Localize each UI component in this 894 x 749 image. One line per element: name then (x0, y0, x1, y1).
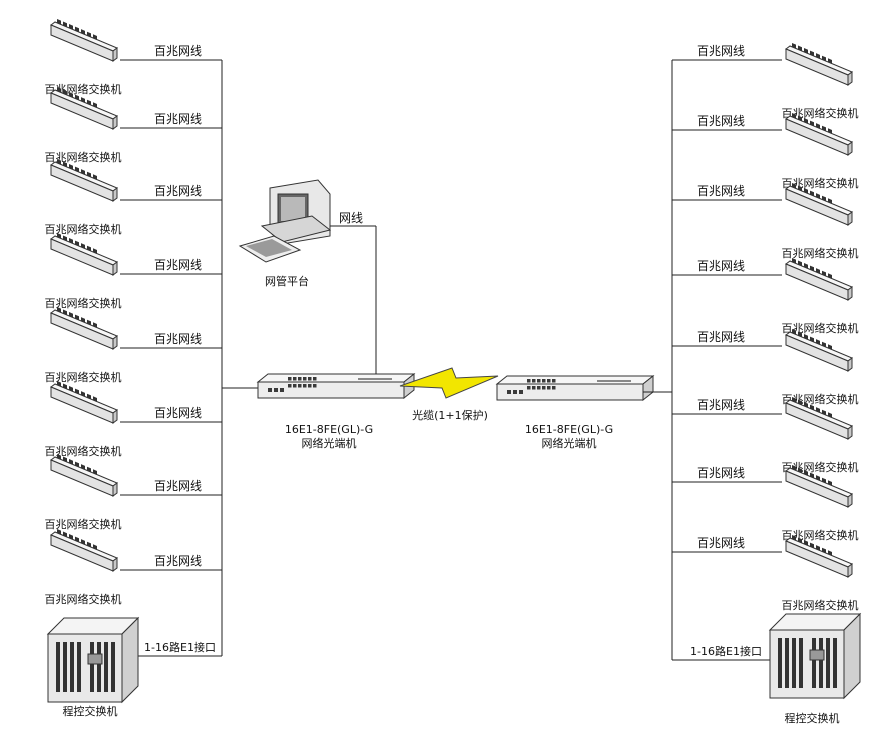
switch-label: 百兆网络交换机 (45, 150, 122, 164)
switch-label: 百兆网络交换机 (45, 592, 122, 606)
network-switch-icon (785, 257, 853, 301)
switch-label: 百兆网络交换机 (45, 222, 122, 236)
optical-terminal-icon (257, 373, 415, 399)
optical-terminal-icon (496, 375, 654, 401)
cable-label: 百兆网线 (697, 398, 745, 412)
network-switch-icon (50, 306, 118, 350)
cable-label: 百兆网线 (154, 258, 202, 272)
pbx-label: 程控交换机 (63, 704, 118, 718)
cable-label: 百兆网线 (154, 406, 202, 420)
switch-label: 百兆网络交换机 (45, 370, 122, 384)
terminal-name-label: 网络光端机 (302, 436, 357, 450)
pbx-server-icon (769, 613, 861, 699)
pbx-label: 程控交换机 (785, 711, 840, 725)
network-switch-icon (50, 528, 118, 572)
e1-interface-label: 1-16路E1接口 (144, 641, 216, 654)
cable-label: 百兆网线 (697, 466, 745, 480)
computer-terminal-icon (238, 179, 332, 263)
switch-label: 百兆网络交换机 (782, 176, 859, 190)
cable-label: 百兆网线 (154, 554, 202, 568)
cable-label: 百兆网线 (697, 44, 745, 58)
network-switch-icon (785, 42, 853, 86)
cable-label: 百兆网线 (154, 479, 202, 493)
cable-label: 百兆网线 (154, 44, 202, 58)
network-switch-icon (50, 453, 118, 497)
terminal-model-label: 16E1-8FE(GL)-G (285, 423, 373, 436)
e1-interface-label: 1-16路E1接口 (690, 645, 762, 658)
cable-label: 百兆网线 (697, 184, 745, 198)
switch-label: 百兆网络交换机 (45, 296, 122, 310)
switch-label: 百兆网络交换机 (782, 106, 859, 120)
network-switch-icon (50, 18, 118, 62)
switch-label: 百兆网络交换机 (782, 598, 859, 612)
terminal-model-label: 16E1-8FE(GL)-G (525, 423, 613, 436)
switch-label: 百兆网络交换机 (782, 528, 859, 542)
network-switch-icon (50, 158, 118, 202)
network-switch-icon (785, 328, 853, 372)
terminal-name-label: 网络光端机 (542, 436, 597, 450)
switch-label: 百兆网络交换机 (45, 444, 122, 458)
cable-label: 百兆网线 (154, 184, 202, 198)
cable-label: 百兆网线 (154, 112, 202, 126)
switch-label: 百兆网络交换机 (782, 246, 859, 260)
nms-label: 网管平台 (265, 274, 309, 288)
switch-label: 百兆网络交换机 (782, 321, 859, 335)
cable-label: 百兆网线 (697, 330, 745, 344)
cable-label: 百兆网线 (697, 536, 745, 550)
nms-cable-label: 网线 (339, 211, 363, 225)
switch-label: 百兆网络交换机 (45, 517, 122, 531)
network-switch-icon (50, 380, 118, 424)
fiber-label: 光缆(1+1保护) (412, 408, 488, 422)
pbx-server-icon (47, 617, 139, 703)
cable-label: 百兆网线 (697, 114, 745, 128)
cable-label: 百兆网线 (154, 332, 202, 346)
fiber-lightning-icon (399, 367, 499, 399)
cable-label: 百兆网线 (697, 259, 745, 273)
network-switch-icon (50, 232, 118, 276)
